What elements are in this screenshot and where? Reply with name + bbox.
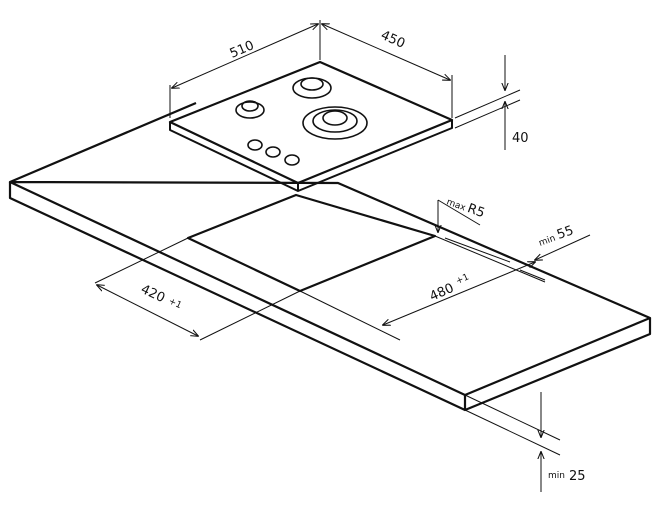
back-clearance-prefix: min [538, 234, 557, 249]
hob-depth-label: 450 [378, 28, 407, 52]
gas-hob [168, 60, 454, 192]
burner-auxiliary [235, 100, 265, 119]
cutout-width-label: 420 [138, 282, 167, 306]
cutout-width-tolerance: +1 [167, 297, 183, 312]
burner-rapid [302, 106, 368, 140]
under-clearance-prefix: min [548, 471, 565, 481]
worktop [8, 101, 652, 412]
burner-semi-rapid [292, 77, 332, 99]
control-knobs [247, 139, 300, 166]
corner-radius-label: R5 [465, 201, 486, 221]
cutout-depth-tolerance: +1 [455, 272, 471, 287]
hob-width-label: 510 [228, 38, 257, 62]
under-clearance-label: 25 [569, 469, 586, 484]
back-clearance-label: 55 [555, 223, 576, 243]
hob-height-label: 40 [512, 131, 529, 146]
